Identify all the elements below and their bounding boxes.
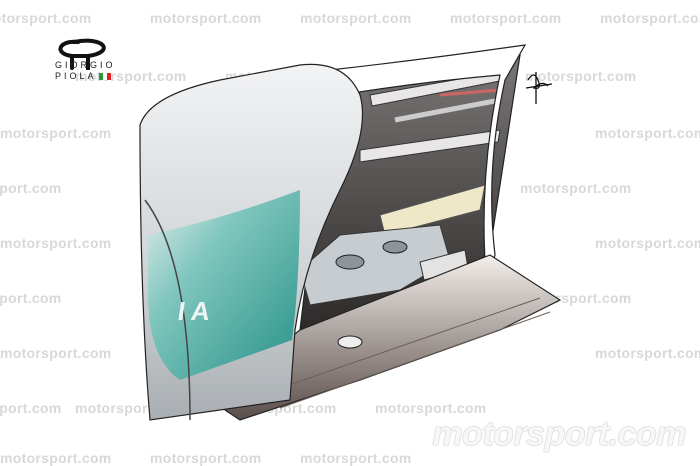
logo-text: GIORGIO PIOLA <box>55 60 116 82</box>
italian-flag-icon <box>98 73 111 81</box>
artist-signature <box>525 72 553 104</box>
logo-line2: PIOLA <box>55 71 97 81</box>
logo-line1: GIORGIO <box>55 60 116 70</box>
livery-text: IA <box>175 296 219 326</box>
motorsport-brand-mark: motorsport.com <box>432 415 686 453</box>
giorgio-piola-logo-icon <box>58 38 106 70</box>
